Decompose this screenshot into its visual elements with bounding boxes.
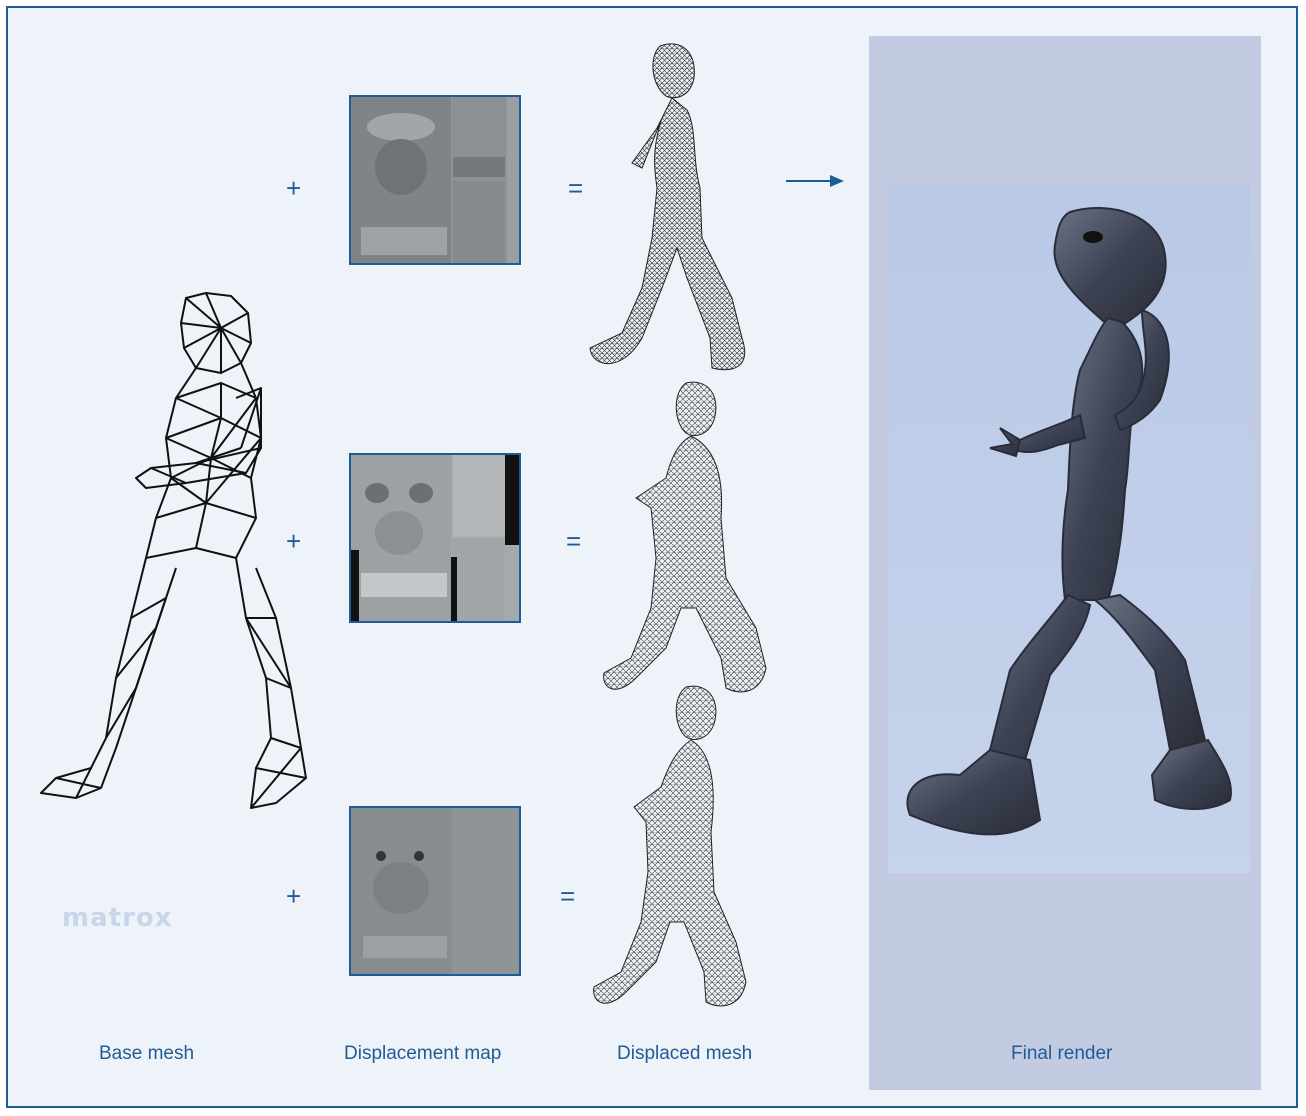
plus-operator-1: +	[286, 175, 301, 201]
displaced-mesh-3	[586, 682, 766, 1022]
equals-operator-3: =	[560, 883, 575, 909]
equals-operator-1: =	[568, 175, 583, 201]
plus-operator-2: +	[286, 528, 301, 554]
displacement-map-1	[349, 95, 521, 265]
displacement-map-3	[349, 806, 521, 976]
label-base-mesh: Base mesh	[99, 1043, 194, 1065]
label-displaced-mesh: Displaced mesh	[617, 1043, 752, 1065]
label-displacement-map: Displacement map	[344, 1043, 501, 1065]
final-render-figure	[880, 200, 1260, 870]
arrow-right-icon	[786, 174, 846, 188]
displacement-map-2	[349, 453, 521, 623]
displaced-mesh-2	[596, 378, 776, 708]
plus-operator-3: +	[286, 883, 301, 909]
label-final-render: Final render	[1011, 1043, 1112, 1065]
base-mesh-wireframe	[36, 288, 316, 828]
displaced-mesh-1	[582, 38, 772, 388]
equals-operator-2: =	[566, 528, 581, 554]
matrox-logo: matrox	[62, 903, 173, 933]
